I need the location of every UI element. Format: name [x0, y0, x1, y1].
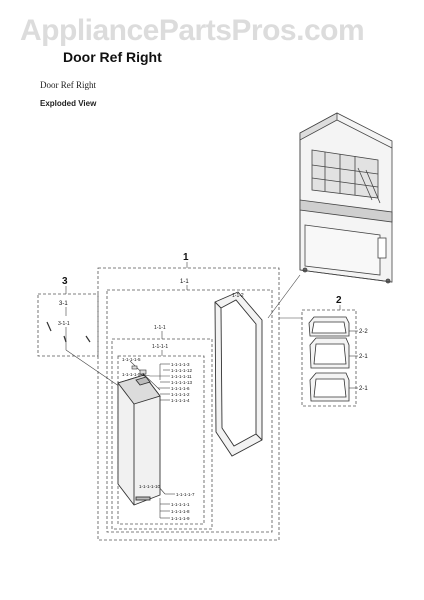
callout-1-1-1-1-5-1: 1-1-1-1-5-1	[122, 372, 145, 377]
callout-1-1-1-1-1: 1-1-1-1-1	[171, 502, 190, 507]
hinge-parts	[131, 365, 147, 375]
callout-1-1-1-1-3: 1-1-1-1-3	[171, 362, 190, 367]
callout-1-1: 1-1	[180, 279, 189, 285]
leader-lines	[65, 262, 358, 519]
callout-1-1-1-1-10: 1-1-1-1-10	[139, 484, 161, 489]
door-shelf-2-2	[308, 316, 350, 337]
assembly-box-1	[97, 267, 280, 541]
callout-1-1-1-1-7: 1-1-1-1-7	[176, 492, 195, 497]
diagram-subtitle: Door Ref Right	[40, 80, 96, 90]
callout-1-1-1-1-9: 1-1-1-1-9	[171, 516, 190, 521]
callout-2-1-lower: 2-1	[359, 386, 368, 392]
callout-1: 1	[183, 252, 189, 263]
door-panel	[117, 374, 161, 506]
callout-1-1-2: 1-1-2	[232, 293, 244, 299]
watermark-text: AppliancePartsPros.com	[20, 14, 365, 47]
callout-1-1-1-1-8: 1-1-1-1-8	[171, 509, 190, 514]
page-title: Door Ref Right	[63, 49, 162, 65]
assembly-box-1-1	[106, 289, 273, 533]
assembly-box-2	[301, 309, 357, 407]
assembly-boxes	[37, 267, 357, 541]
section-label: Exploded View	[40, 99, 97, 108]
callout-2-2: 2-2	[359, 329, 368, 335]
callout-1-1-1-1-5: 1-1-1-1-5	[122, 357, 141, 362]
door-gasket	[214, 291, 263, 457]
callout-2: 2	[336, 295, 342, 306]
door-shelf-2-1-lower	[309, 372, 350, 402]
refrigerator-illustration	[299, 112, 393, 284]
callout-1-1-1-1-11: 1-1-1-1-11	[171, 374, 192, 379]
part-3-1-1-pieces	[46, 321, 91, 343]
callout-labels: 1 1-1 1-1-1 1-1-1-1 1-1-2 2 2-2 2-1 2-1 …	[58, 252, 368, 521]
door-shelves	[308, 316, 350, 402]
callout-1-1-1-1-6: 1-1-1-1-6	[171, 386, 190, 391]
callout-1-1-1-1-2: 1-1-1-1-2	[171, 392, 190, 397]
callout-1-1-1-1: 1-1-1-1	[152, 344, 168, 350]
callout-3-1-1: 3-1-1	[58, 321, 70, 327]
assembly-box-1-1-1-1	[117, 355, 205, 525]
callout-1-1-1-1-4: 1-1-1-1-4	[171, 398, 190, 403]
callout-1-1-1-1-12: 1-1-1-1-12	[171, 368, 193, 373]
callout-1-1-1: 1-1-1	[154, 325, 166, 331]
callout-3-1: 3-1	[59, 301, 68, 307]
callout-2-1-upper: 2-1	[359, 354, 368, 360]
callout-3: 3	[62, 276, 68, 287]
assembly-box-3	[37, 293, 99, 357]
door-shelf-2-1-upper	[309, 337, 350, 369]
callout-1-1-1-1-13: 1-1-1-1-13	[171, 380, 193, 385]
